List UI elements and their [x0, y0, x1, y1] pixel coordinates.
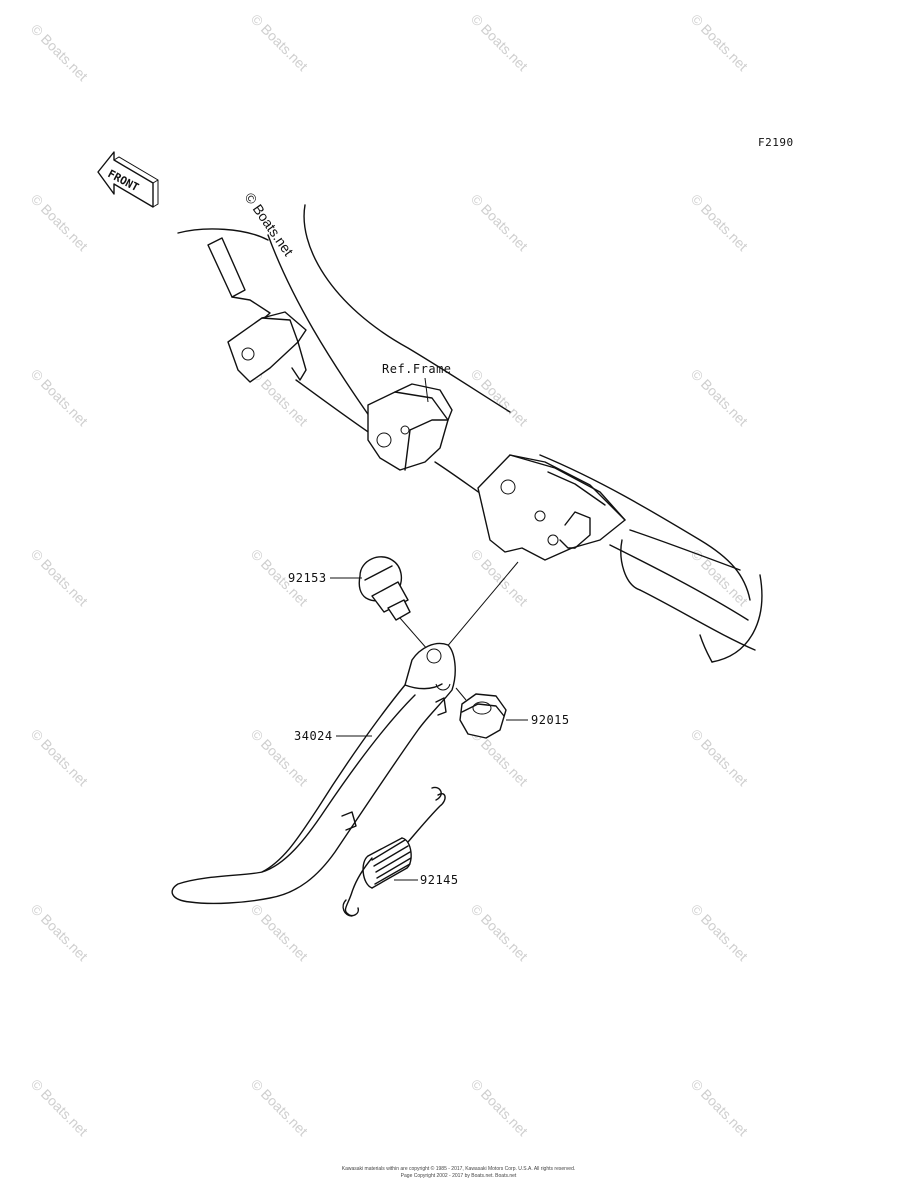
watermark: © Boats.net — [468, 1076, 531, 1139]
watermark: © Boats.net — [28, 546, 91, 609]
copyright-footer: Kawasaki materials within are copyright … — [0, 1166, 917, 1180]
watermark: © Boats.net — [688, 366, 751, 429]
watermark: © Boats.net — [468, 11, 531, 74]
drawing-watermark: © Boats.net — [242, 190, 297, 259]
watermark: © Boats.net — [248, 901, 311, 964]
watermark: © Boats.net — [28, 901, 91, 964]
pivot-axis-line — [439, 561, 519, 656]
spring-92145 — [342, 786, 446, 917]
watermark: © Boats.net — [248, 11, 311, 74]
watermark: © Boats.net — [468, 901, 531, 964]
frame-ref-leader — [424, 377, 429, 403]
watermark: © Boats.net — [28, 21, 91, 84]
watermark: © Boats.net — [248, 1076, 311, 1139]
frame-ref-label: Ref.Frame — [382, 362, 452, 376]
watermark: © Boats.net — [688, 726, 751, 789]
side-stand-34024 — [171, 642, 456, 905]
copyright-line-1: Kawasaki materials within are copyright … — [341, 1166, 576, 1172]
part-number-34024: 34024 — [294, 729, 333, 743]
frame-assembly — [177, 204, 763, 663]
bolt-92153 — [358, 556, 429, 651]
watermark: © Boats.net — [468, 546, 531, 609]
part-number-92015: 92015 — [531, 713, 570, 727]
figure-code: F2190 — [758, 136, 794, 149]
watermark: © Boats.net — [688, 1076, 751, 1139]
nut-92015 — [455, 687, 507, 739]
watermark: © Boats.net — [688, 11, 751, 74]
watermark: © Boats.net — [468, 366, 531, 429]
watermark: © Boats.net — [28, 1076, 91, 1139]
copyright-line-2: Page Copyright 2002 - 2017 by Boats.net.… — [400, 1173, 517, 1179]
front-arrow-icon: FRONT — [97, 151, 159, 208]
watermark: © Boats.net — [28, 726, 91, 789]
watermark: © Boats.net — [688, 191, 751, 254]
watermark: © Boats.net — [468, 191, 531, 254]
watermark: © Boats.net — [688, 901, 751, 964]
part-number-92145: 92145 — [420, 873, 459, 887]
watermark: © Boats.net — [28, 366, 91, 429]
watermark: © Boats.net — [28, 191, 91, 254]
part-number-92153: 92153 — [288, 571, 327, 585]
